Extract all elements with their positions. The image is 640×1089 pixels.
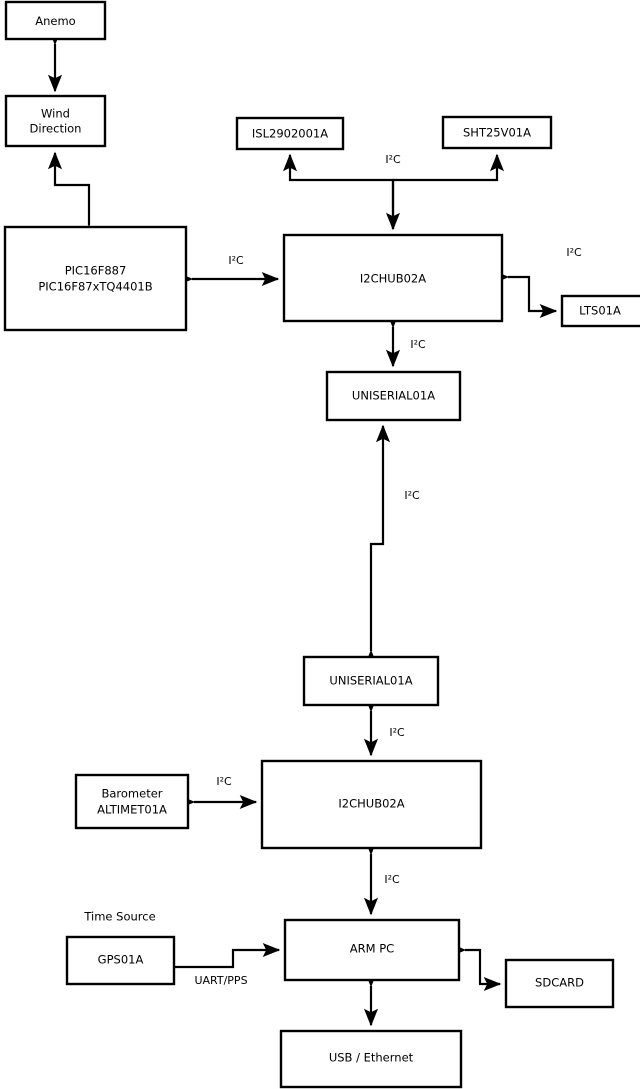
node-uniserial01a-top-label: UNISERIAL01A — [352, 389, 435, 403]
node-anemo[interactable]: Anemo — [4, 0, 107, 41]
edge-label-barometer-hubbot: I²C — [216, 775, 232, 788]
node-anemo-label: Anemo — [35, 14, 75, 28]
node-uniserial01a-top[interactable]: UNISERIAL01A — [325, 370, 462, 422]
edge-label-hubtop-lts: I²C — [566, 246, 582, 259]
node-i2chub02a-top[interactable]: I2CHUB02A — [282, 233, 504, 323]
free-labels-layer: Time Source — [83, 910, 155, 924]
node-barometer-altimet01a-box[interactable] — [74, 773, 190, 830]
node-anemo-box[interactable] — [4, 0, 107, 41]
nodes-layer: Anemo Wind Direction PIC16F887 PIC16F87x… — [3, 0, 640, 1089]
node-barometer-label-line2: ALTIMET01A — [97, 803, 167, 817]
edge-label-uniserial-uniserial: I²C — [404, 489, 420, 502]
edge-uniserial-uniserial — [363, 424, 391, 668]
edge-hubtop-isl — [282, 153, 395, 229]
node-i2chub02a-top-box[interactable] — [282, 233, 504, 323]
edge-label-gps-armpc: UART/PPS — [194, 974, 247, 987]
node-pic-mcu-label-line1: PIC16F887 — [65, 264, 127, 278]
edge-armpc-sdcard — [448, 942, 502, 992]
node-gps01a-label: GPS01A — [98, 953, 144, 967]
node-arm-pc[interactable]: ARM PC — [283, 918, 461, 982]
node-uniserial01a-bottom-label: UNISERIAL01A — [329, 674, 412, 688]
node-sdcard-label: SDCARD — [535, 976, 584, 990]
node-isl2902001a[interactable]: ISL2902001A — [235, 116, 345, 151]
node-i2chub02a-bottom[interactable]: I2CHUB02A — [260, 759, 483, 850]
node-lts01a-label: LTS01A — [579, 304, 621, 318]
edge-label-hubtop-uniserialtop: I²C — [410, 338, 426, 351]
node-barometer-altimet01a[interactable]: Barometer ALTIMET01A — [74, 773, 190, 830]
node-barometer-label-line1: Barometer — [101, 787, 162, 801]
node-i2chub02a-bottom-box[interactable] — [260, 759, 483, 850]
node-isl2902001a-label: ISL2902001A — [252, 127, 328, 141]
node-wind-direction-label-line1: Wind — [41, 107, 70, 121]
edge-labels-layer: I²C I²C I²C I²C I²C I²C I²C I²C UART/PPS — [194, 153, 582, 987]
edge-label-hubtop-sensors: I²C — [385, 153, 401, 166]
node-sht25v01a-label: SHT25V01A — [463, 126, 531, 140]
node-arm-pc-label: ARM PC — [350, 942, 394, 956]
node-arm-pc-box[interactable] — [283, 918, 461, 982]
node-uniserial01a-bottom-box[interactable] — [302, 655, 440, 707]
node-wind-direction[interactable]: Wind Direction — [4, 94, 107, 148]
edge-hubtop-lts — [491, 269, 558, 319]
edge-gps-armpc — [174, 942, 281, 969]
node-gps01a[interactable]: GPS01A — [65, 935, 176, 986]
edges-layer — [47, 27, 558, 1027]
node-sht25v01a-box[interactable] — [441, 115, 553, 150]
node-i2chub02a-top-label: I2CHUB02A — [360, 272, 426, 286]
node-sdcard-box[interactable] — [504, 958, 615, 1009]
node-sht25v01a[interactable]: SHT25V01A — [441, 115, 553, 150]
node-wind-direction-box[interactable] — [4, 94, 107, 148]
edge-label-pic-hubtop: I²C — [228, 254, 244, 267]
node-pic-mcu[interactable]: PIC16F887 PIC16F87xTQ4401B — [3, 225, 188, 332]
node-usb-ethernet-label: USB / Ethernet — [329, 1051, 414, 1065]
node-lts01a[interactable]: LTS01A — [560, 294, 640, 328]
node-usb-ethernet[interactable]: USB / Ethernet — [279, 1029, 463, 1089]
node-gps01a-box[interactable] — [65, 935, 176, 986]
node-lts01a-box[interactable] — [560, 294, 640, 328]
node-wind-direction-label-line2: Direction — [30, 122, 82, 136]
edge-label-hubbot-armpc: I²C — [384, 873, 400, 886]
node-sdcard[interactable]: SDCARD — [504, 958, 615, 1009]
node-i2chub02a-bottom-label: I2CHUB02A — [338, 797, 404, 811]
node-uniserial01a-top-box[interactable] — [325, 370, 462, 422]
node-usb-ethernet-box[interactable] — [279, 1029, 463, 1089]
node-pic-mcu-label-line2: PIC16F87xTQ4401B — [38, 280, 152, 294]
node-uniserial01a-bottom[interactable]: UNISERIAL01A — [302, 655, 440, 707]
node-isl2902001a-box[interactable] — [235, 116, 345, 151]
edge-pic-wind — [47, 151, 97, 242]
edge-label-uniserialbot-hubbot: I²C — [389, 726, 405, 739]
edge-hubtop-sht — [393, 153, 505, 182]
node-pic-mcu-box[interactable] — [3, 225, 188, 332]
label-time-source: Time Source — [83, 910, 155, 924]
